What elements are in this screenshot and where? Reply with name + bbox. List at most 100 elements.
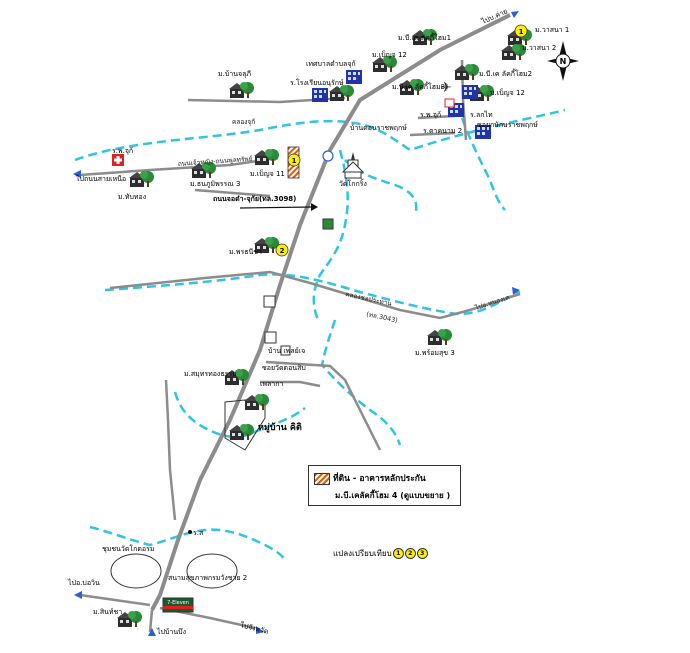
- marker-label: 1: [519, 28, 524, 36]
- house-tree-icon: [129, 171, 154, 187]
- label-pipat: บ้าน เพลย์เจ: [268, 347, 305, 355]
- label-to-nongkhai: ไปอ.หนองเค: [473, 293, 510, 312]
- arrow-icon: [73, 170, 81, 178]
- office-building-icon: [312, 88, 328, 102]
- phase-marker-1-top: 1: [514, 24, 528, 38]
- label-to-bowin: ไปอ.บ่อวิน: [67, 578, 100, 587]
- label-khlong-right: คลองชลประทาน: [345, 290, 393, 308]
- canal-south: [320, 319, 402, 446]
- temple-icon: [341, 152, 365, 179]
- label-vatana2: ม.วาสนา 2: [522, 44, 556, 52]
- main-highway: [150, 13, 511, 611]
- label-pk3: ม.บี.เค ลัคกี้โฮม3: [392, 80, 445, 91]
- arrow-icon: [74, 591, 82, 599]
- landmark-square-1: [263, 295, 276, 308]
- landmark-square-3: [280, 345, 291, 356]
- lake-circle-1: [110, 553, 162, 589]
- label-benz12a: ม.เบ็ญจ 12: [372, 50, 407, 59]
- house-tree-icon: [427, 329, 452, 345]
- canals: [74, 108, 566, 561]
- label-thapthong: ม.ทับทอง: [118, 193, 146, 201]
- label-benz12b: ม.เบ็ญจ 12: [490, 88, 525, 97]
- label-to-province: ไปจังหวัด: [239, 620, 270, 636]
- label-school-bottom: สนามสุขภาพกรมวังชาย 2: [168, 574, 247, 582]
- label-khlong-top: คลองจุก้: [232, 118, 255, 126]
- road-north-right: [409, 131, 456, 137]
- arrow-icon: [148, 628, 156, 636]
- label-sinthaworn: ม.สินท์ชา: [93, 608, 122, 616]
- label-pk2: ม.บี.เค ลัคกี้โฮม2: [479, 67, 532, 78]
- label-benz11: ม.เบ็ญจ 11: [250, 169, 285, 178]
- label-thesaban: เทศบาลตำบลจุก้: [306, 60, 356, 68]
- arrow-icon: [512, 287, 520, 295]
- road-3043: [109, 270, 521, 320]
- arrows: [73, 11, 520, 636]
- canal-highway: [104, 273, 521, 316]
- label-paradise: ม.พรธนีขา: [229, 248, 262, 256]
- diamond-marker: [322, 218, 334, 230]
- canal-bottom: [89, 525, 287, 561]
- label-market: ร.พ.จุก้: [420, 111, 441, 119]
- phase-dot-3: 3: [416, 548, 428, 559]
- label-phruk: ร.ลกไท: [470, 110, 493, 119]
- phase-marker-2: 2: [275, 243, 289, 257]
- arrow-icon: [311, 203, 318, 211]
- label-to-banbueng: ไปบ้านบึง: [156, 627, 186, 636]
- compass-label: N: [560, 57, 567, 66]
- pushpin-icon: [444, 98, 455, 108]
- label-school: ร.โรงเรียนอนุรักษ์: [290, 78, 344, 87]
- label-samutthong: ม.สมุทรทองธรรม: [184, 370, 237, 378]
- marker-label: 2: [280, 247, 285, 255]
- label-kasikorn: บ้านดอนราชพฤกษ์: [350, 124, 407, 132]
- canal-kitti: [173, 391, 306, 439]
- canal-north: [74, 108, 566, 162]
- road-soi: [265, 360, 382, 451]
- arrow-icon: [256, 626, 264, 634]
- landmark-square-2: [264, 331, 277, 344]
- label-baan-kitti: หมู่บ้าน คิติ: [258, 422, 302, 433]
- road-pipat: [260, 380, 321, 388]
- house-tree-icon: [329, 85, 354, 101]
- comparison-label: แปลงเปรียบเทียบ: [333, 549, 392, 558]
- legend-subtitle: ม.บี.เคลัคกี้โฮม 4 (ดูแบบขยาย ): [335, 491, 451, 500]
- seal-icon: [322, 150, 334, 162]
- comparison-plots-legend: แปลงเปรียบเทียบ 1 2 3: [333, 547, 428, 560]
- phase-dot-1: 1: [392, 548, 404, 559]
- label-pk1: ม.บี.เค ลัคกี้โฮม1: [398, 31, 451, 42]
- airplane-icon: ✈: [440, 80, 452, 96]
- label-to-north-road: ไปถนนสายเหนือ: [75, 174, 126, 183]
- canal-east-branch: [460, 117, 506, 211]
- label-bank-right: ซอยกษักษราชพฤกษ์: [477, 121, 538, 129]
- phase-marker-1: 1: [287, 153, 301, 167]
- label-wat-bottom: ชุมชนวัดโกดอรม: [102, 544, 155, 553]
- small-dot-icon: [188, 530, 192, 534]
- phase-dot-2: 2: [404, 548, 416, 559]
- road-side-main: [194, 188, 271, 198]
- house-tree-icon: [254, 149, 279, 165]
- house-tree-icon: [229, 82, 254, 98]
- legend-site-swatch: [314, 473, 330, 485]
- canal-central: [312, 149, 349, 321]
- hospital-cross-icon: [112, 154, 124, 166]
- marker-label: 1: [292, 157, 297, 165]
- label-hospital: ร.พ.จุก้: [112, 147, 133, 155]
- road-north-west: [79, 156, 279, 177]
- house-tree-icon: [454, 64, 479, 80]
- road-bottom-south: [148, 609, 154, 633]
- legend: ที่ดิน - อาคารหลักประกัน ม.บี.เคลัคกี้โฮ…: [308, 465, 461, 506]
- label-mai2: ร.ส: [193, 529, 204, 537]
- legend-title: ที่ดิน - อาคารหลักประกัน: [333, 474, 426, 484]
- road-bottom-west: [79, 593, 151, 607]
- office-building-icon: [346, 70, 362, 84]
- label-road-3043: (ทล.3043): [366, 310, 399, 324]
- label-monthong3: ม.พร้อมสุข 3: [415, 349, 455, 357]
- house-tree-icon: [229, 424, 254, 440]
- arrow-icon: [511, 11, 519, 18]
- label-vatana1: ม.วาสนา 1: [535, 26, 569, 34]
- road-kitti-west: [164, 379, 177, 521]
- sign-label: 7-Eleven: [167, 600, 189, 606]
- label-wat: วัดโกกริ้ง: [339, 177, 367, 188]
- north-compass-icon: N: [547, 41, 579, 81]
